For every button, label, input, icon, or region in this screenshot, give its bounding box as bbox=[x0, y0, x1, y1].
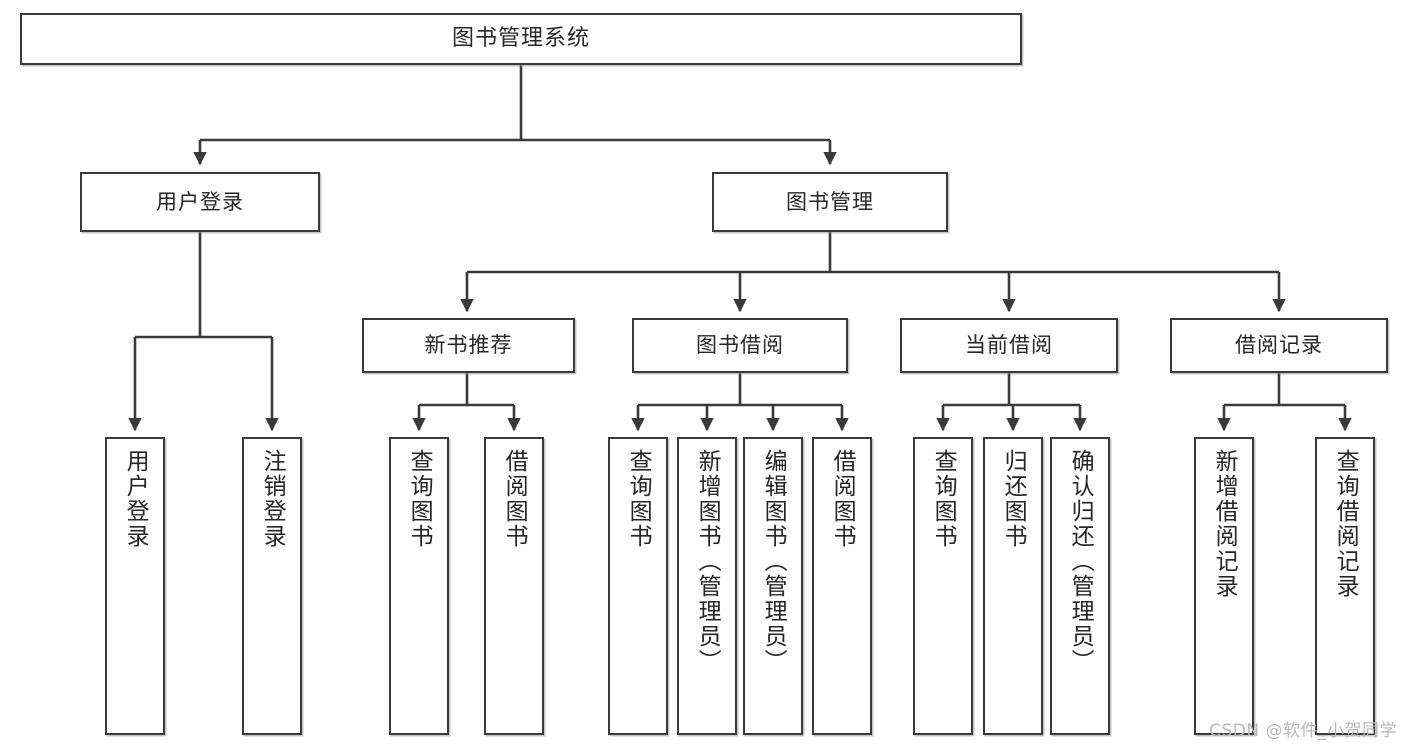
leaf-current-return-book[interactable]: 归还图书 bbox=[983, 437, 1043, 735]
node-new-book-recommend[interactable]: 新书推荐 bbox=[362, 318, 575, 373]
node-book-management[interactable]: 图书管理 bbox=[712, 172, 948, 232]
node-label: 查询图书 bbox=[625, 449, 652, 549]
node-label: 借阅记录 bbox=[1235, 333, 1323, 358]
node-root-system[interactable]: 图书管理系统 bbox=[20, 13, 1022, 65]
node-label: 用户登录 bbox=[122, 449, 149, 549]
node-label: 新增借阅记录 bbox=[1211, 449, 1238, 599]
leaf-record-query-record[interactable]: 查询借阅记录 bbox=[1315, 437, 1375, 735]
leaf-borrow-add-book[interactable]: 新增图书（管理员） bbox=[677, 437, 737, 735]
node-label: 图书管理系统 bbox=[451, 26, 590, 52]
leaf-borrow-edit-book[interactable]: 编辑图书（管理员） bbox=[743, 437, 803, 735]
node-label: 用户登录 bbox=[156, 189, 244, 214]
node-label: 注销登录 bbox=[259, 449, 286, 549]
node-label: 图书借阅 bbox=[696, 333, 784, 358]
node-borrow-record[interactable]: 借阅记录 bbox=[1170, 318, 1388, 373]
node-label: 编辑图书（管理员） bbox=[760, 449, 787, 674]
leaf-current-query-book[interactable]: 查询图书 bbox=[913, 437, 973, 735]
node-book-borrow[interactable]: 图书借阅 bbox=[632, 318, 848, 373]
leaf-borrow-borrow-book[interactable]: 借阅图书 bbox=[812, 437, 872, 735]
node-label: 查询借阅记录 bbox=[1332, 449, 1359, 599]
node-label: 借阅图书 bbox=[829, 449, 856, 549]
leaf-borrow-query-book[interactable]: 查询图书 bbox=[608, 437, 668, 735]
node-label: 图书管理 bbox=[786, 189, 874, 214]
leaf-current-confirm-return[interactable]: 确认归还（管理员） bbox=[1050, 437, 1110, 735]
csdn-watermark: CSDN @软件_小贺同学 bbox=[1209, 721, 1397, 741]
node-label: 归还图书 bbox=[1000, 449, 1027, 549]
node-label: 借阅图书 bbox=[501, 449, 528, 549]
leaf-user-login-logout[interactable]: 注销登录 bbox=[242, 437, 302, 735]
node-label: 确认归还（管理员） bbox=[1067, 449, 1094, 674]
node-current-borrow[interactable]: 当前借阅 bbox=[900, 318, 1118, 373]
node-user-login[interactable]: 用户登录 bbox=[80, 172, 320, 232]
node-label: 当前借阅 bbox=[965, 333, 1053, 358]
leaf-user-login-login[interactable]: 用户登录 bbox=[105, 437, 165, 735]
node-label: 新书推荐 bbox=[424, 333, 513, 358]
node-label: 新增图书（管理员） bbox=[694, 449, 721, 674]
leaf-record-add-record[interactable]: 新增借阅记录 bbox=[1194, 437, 1254, 735]
leaf-new-book-borrow[interactable]: 借阅图书 bbox=[484, 437, 544, 735]
leaf-new-book-query[interactable]: 查询图书 bbox=[389, 437, 449, 735]
node-label: 查询图书 bbox=[930, 449, 957, 549]
node-label: 查询图书 bbox=[406, 449, 433, 549]
